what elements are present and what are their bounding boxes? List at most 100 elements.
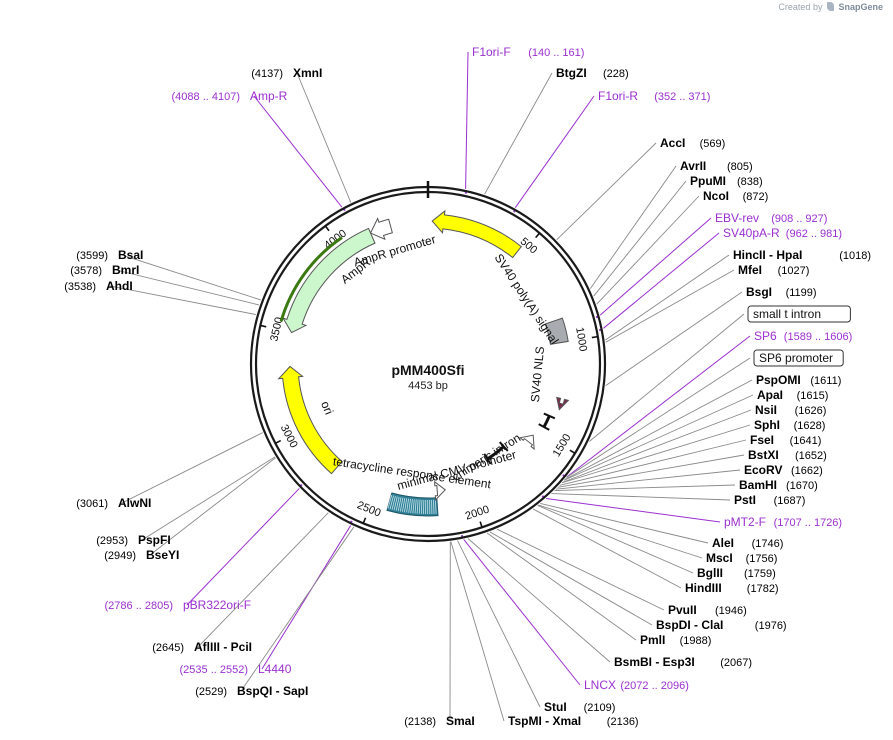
- tre-repeat: [393, 496, 398, 511]
- feature-ampr[interactable]: [281, 227, 376, 334]
- enzyme-avrii[interactable]: AvrII(805): [680, 159, 753, 173]
- enzyme-msci[interactable]: MscI(1756): [706, 551, 777, 565]
- site-position: (1611): [810, 375, 841, 387]
- ampr-cds-accent: [279, 236, 343, 322]
- primer-f1ori-f[interactable]: F1ori-F(140 .. 161): [472, 45, 584, 59]
- enzyme-ecorv[interactable]: EcoRV (1662): [744, 463, 823, 477]
- enzyme-bspqi-sapi[interactable]: BspQI - SapI(2529): [195, 684, 308, 698]
- enzyme-xmni[interactable]: XmnI(4137): [251, 66, 322, 80]
- connector-afliii-pcii: [197, 512, 329, 648]
- feature-tetracycline-response-element[interactable]: [386, 492, 439, 517]
- site-name: SphI: [754, 418, 780, 432]
- site-name: F1ori-R: [598, 89, 638, 103]
- enzyme-alwni[interactable]: AlwNI(3061): [76, 496, 151, 510]
- feature-callout-sp6-promoter[interactable]: SP6 promoter: [753, 349, 844, 367]
- enzyme-btgzi[interactable]: BtgZI(228): [556, 66, 629, 80]
- enzyme-bsmbi-esp3i[interactable]: BsmBI - Esp3I(2067): [614, 655, 752, 669]
- enzyme-hindiii[interactable]: HindIII(1782): [685, 581, 779, 595]
- site-position: (1199): [786, 287, 817, 299]
- enzyme-bspdi-clai[interactable]: BspDI - ClaI(1976): [656, 618, 787, 632]
- site-position: (1670): [786, 480, 818, 492]
- site-position: (805): [727, 161, 753, 173]
- connector-sphi: [561, 424, 751, 484]
- primer-ebv-rev[interactable]: EBV-rev(908 .. 927): [715, 211, 827, 225]
- callout-box: [753, 349, 844, 367]
- connector-hincii-hpai: [605, 254, 730, 341]
- primer-sv40pa-r[interactable]: SV40pA-R(962 .. 981): [723, 226, 842, 240]
- enzyme-pmli[interactable]: PmlI(1988): [640, 633, 711, 647]
- ruler-tick: [324, 225, 330, 232]
- site-name: EcoRV: [744, 463, 782, 477]
- enzyme-hincii-hpai[interactable]: HincII - HpaI(1018): [733, 248, 871, 262]
- feature-sv40-poly-a-signal[interactable]: [544, 317, 569, 345]
- connector-bmri: [115, 269, 260, 306]
- connector-bspqi-sapi: [240, 526, 355, 692]
- feature-minimal-cmv[interactable]: [434, 480, 446, 501]
- ruler-tick: [479, 521, 483, 528]
- site-name: StuI: [544, 700, 567, 714]
- ruler-tick: [260, 324, 267, 328]
- enzyme-pspomi[interactable]: PspOMI(1611): [756, 373, 841, 387]
- site-position: (1615): [797, 390, 829, 402]
- feature-ori[interactable]: [277, 365, 343, 475]
- primer-amp-r[interactable]: Amp-R(4088 .. 4107): [172, 89, 288, 103]
- enzyme-bseyi[interactable]: BseYI(2949): [104, 548, 179, 562]
- tre-repeat: [399, 497, 404, 512]
- enzyme-bsgi[interactable]: BsgI(1199): [746, 285, 817, 299]
- feature-f1-ori[interactable]: [431, 209, 523, 259]
- enzyme-bsai[interactable]: BsaI(3599): [76, 248, 143, 262]
- connector-lncx: [463, 539, 581, 686]
- site-position: (2645): [152, 642, 184, 654]
- feature-small-t-intron[interactable]: [542, 415, 551, 428]
- connector-acci: [556, 142, 657, 240]
- primer-sp6[interactable]: SP6(1589 .. 1606): [754, 329, 852, 343]
- enzyme-apai[interactable]: ApaI(1615): [757, 388, 828, 402]
- enzyme-ncoi[interactable]: NcoI(872): [703, 189, 768, 203]
- tre-repeat: [410, 499, 413, 514]
- site-position: (3599): [76, 250, 108, 262]
- enzyme-bmri[interactable]: BmrI(3578): [70, 263, 139, 277]
- enzyme-mfei[interactable]: MfeI(1027): [738, 263, 809, 277]
- enzyme-ahdi[interactable]: AhdI(3538): [64, 279, 132, 293]
- feature-sv40-nls[interactable]: [556, 396, 570, 411]
- feature-callout-small-t-intron[interactable]: small t intron: [747, 305, 851, 323]
- enzyme-bamhi[interactable]: BamHI(1670): [739, 478, 818, 492]
- site-position: (1756): [746, 553, 778, 565]
- enzyme-pvuii[interactable]: PvuII(1946): [668, 603, 747, 617]
- enzyme-bstxi[interactable]: BstXI(1652): [748, 448, 827, 462]
- feature-ampr-promoter[interactable]: [369, 217, 393, 241]
- enzyme-fsei[interactable]: FseI(1641): [750, 433, 821, 447]
- enzyme-sphi[interactable]: SphI(1628): [754, 418, 825, 432]
- enzyme-pspfi[interactable]: PspFI(2953): [96, 533, 170, 547]
- site-name: HindIII: [685, 581, 722, 595]
- site-position: (352 .. 371): [654, 91, 710, 103]
- primer-lncx[interactable]: LNCX(2072 .. 2096): [584, 678, 689, 692]
- feature-label-ori: ori: [318, 399, 336, 417]
- enzyme-acci[interactable]: AccI(569): [660, 136, 725, 150]
- enzyme-psti[interactable]: PstI(1687): [734, 493, 805, 507]
- connector-tspmi-xmai: [450, 541, 505, 722]
- site-name: BseYI: [146, 548, 179, 562]
- site-position: (1662): [791, 465, 823, 477]
- enzyme-alei[interactable]: AleI(1746): [712, 536, 783, 550]
- enzyme-afliii-pcii[interactable]: AflIII - PciI(2645): [152, 640, 252, 654]
- site-name: Amp-R: [250, 89, 288, 103]
- enzyme-ppumi[interactable]: PpuMI(838): [690, 174, 763, 188]
- site-position: (1946): [715, 605, 747, 617]
- enzyme-tspmi-xmai[interactable]: TspMI - XmaI(2136): [508, 714, 639, 728]
- primer-l4440[interactable]: L4440(2535 .. 2552): [180, 662, 292, 676]
- primer-pbr322ori-f[interactable]: pBR322ori-F(2786 .. 2805): [105, 598, 252, 612]
- connector-small-t-intron: [589, 313, 745, 442]
- enzyme-stui[interactable]: StuI(2109): [544, 700, 615, 714]
- site-name: AccI: [660, 136, 685, 150]
- enzyme-bglii[interactable]: BglII(1759): [697, 566, 776, 580]
- connector-pmt2-f: [546, 498, 721, 523]
- feature-cap: [538, 423, 550, 431]
- primer-f1ori-r[interactable]: F1ori-R (352 .. 371): [598, 89, 710, 103]
- feature-minimal-cmv-promoter[interactable]: [518, 434, 535, 451]
- enzyme-smai[interactable]: SmaI(2138): [404, 714, 474, 728]
- site-name: SP6: [754, 329, 777, 343]
- primer-pmt2-f[interactable]: pMT2-F(1707 .. 1726): [724, 515, 842, 529]
- site-name: AlwNI: [118, 496, 151, 510]
- enzyme-nsii[interactable]: NsiI(1626): [755, 403, 826, 417]
